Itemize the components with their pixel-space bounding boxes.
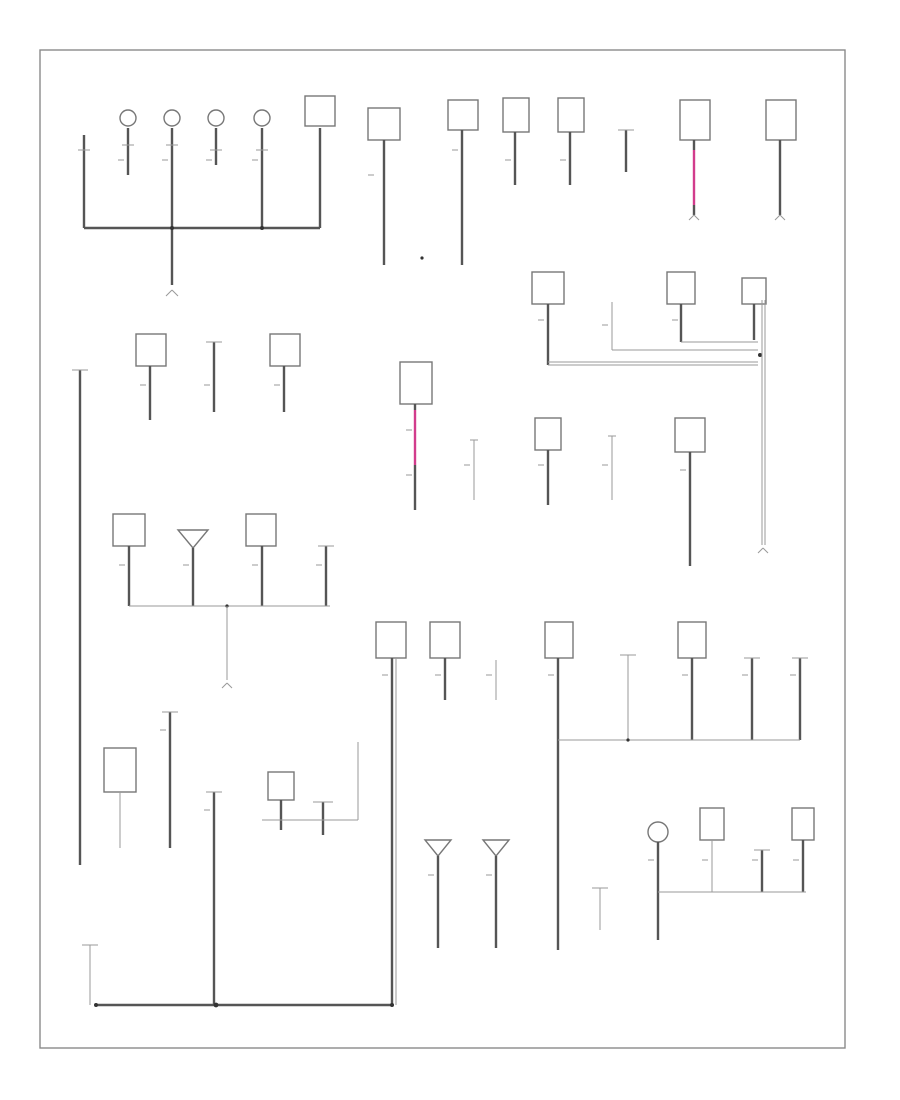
component-box bbox=[245, 513, 277, 547]
component-box bbox=[544, 621, 574, 659]
component-box bbox=[741, 277, 767, 305]
component-box bbox=[679, 99, 711, 141]
component-box bbox=[447, 99, 479, 131]
component-box bbox=[677, 621, 707, 659]
wire-ticks bbox=[118, 149, 799, 876]
section-left-middle bbox=[72, 333, 301, 865]
component-box bbox=[267, 771, 295, 801]
component-box bbox=[699, 807, 725, 841]
ground-triangle bbox=[481, 839, 511, 858]
component-box bbox=[304, 95, 336, 127]
ground-circle bbox=[207, 109, 225, 127]
splice-node bbox=[390, 1003, 394, 1007]
section-right-network bbox=[531, 271, 769, 554]
section-center bbox=[399, 361, 706, 566]
section-bottom-right bbox=[423, 807, 815, 948]
component-box bbox=[666, 271, 696, 305]
component-box bbox=[531, 271, 565, 305]
component-box bbox=[534, 417, 562, 451]
ground-circle bbox=[647, 821, 669, 843]
splice-node bbox=[260, 226, 264, 230]
splice-node bbox=[94, 1003, 98, 1007]
component-box bbox=[269, 333, 301, 367]
ground-triangle bbox=[423, 839, 453, 858]
ground-circle bbox=[253, 109, 271, 127]
section-top-middle bbox=[367, 97, 797, 265]
component-box bbox=[367, 107, 401, 141]
component-box bbox=[103, 747, 137, 793]
ground-circle bbox=[163, 109, 181, 127]
component-box bbox=[502, 97, 530, 133]
ground-circle bbox=[119, 109, 137, 127]
section-left-lower bbox=[112, 513, 334, 689]
section-top-left bbox=[78, 95, 336, 297]
diagram-frame bbox=[39, 49, 846, 1049]
component-box bbox=[135, 333, 167, 367]
component-box bbox=[674, 417, 706, 453]
component-box bbox=[429, 621, 461, 659]
splice-node bbox=[170, 226, 174, 230]
splice-node bbox=[213, 1002, 219, 1008]
component-box bbox=[112, 513, 146, 547]
component-box bbox=[791, 807, 815, 841]
section-center-lower bbox=[375, 621, 808, 1005]
splice-node bbox=[420, 256, 424, 260]
component-box bbox=[765, 99, 797, 141]
ground-triangle bbox=[176, 529, 210, 550]
component-box bbox=[375, 621, 407, 659]
section-left-bottom bbox=[82, 711, 394, 1008]
component-box bbox=[557, 97, 585, 133]
splice-node bbox=[758, 353, 762, 357]
splice-node bbox=[626, 738, 630, 742]
component-box bbox=[399, 361, 433, 405]
